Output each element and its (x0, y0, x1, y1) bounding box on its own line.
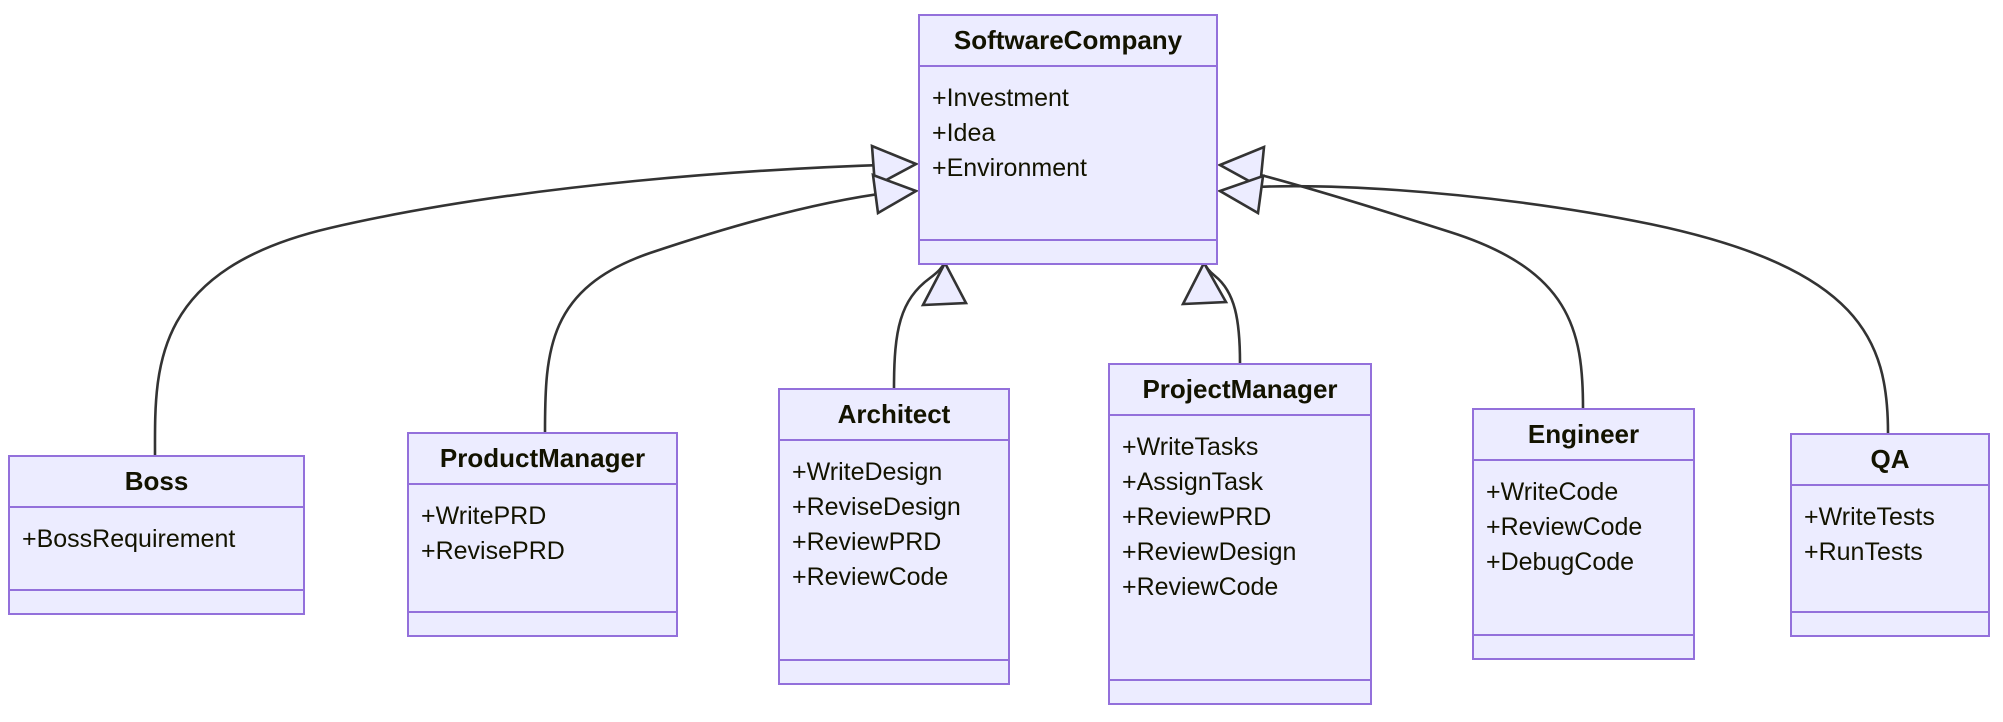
class-methods-softwarecompany (920, 241, 1216, 263)
edge-architect-to-softwarecompany (892, 260, 947, 390)
class-title-architect: Architect (780, 390, 1008, 441)
class-attributes-qa: +WriteTests +RunTests (1792, 486, 1988, 613)
class-node-projectmanager[interactable]: ProjectManager +WriteTasks +AssignTask +… (1108, 363, 1372, 705)
class-attribute: +Environment (932, 154, 1087, 182)
class-attribute: +ReviewCode (1122, 573, 1279, 601)
class-attribute: +BossRequirement (22, 525, 236, 553)
class-title-boss: Boss (10, 457, 303, 508)
class-methods-qa (1792, 613, 1988, 635)
class-methods-productmanager (409, 613, 676, 635)
class-attribute: +WriteTasks (1122, 433, 1259, 461)
class-methods-boss (10, 591, 303, 613)
edge-projectmanager-to-softwarecompany (1202, 260, 1242, 365)
class-title-engineer: Engineer (1474, 410, 1693, 461)
class-attribute: +RunTests (1804, 538, 1923, 566)
class-attribute: +ReviewPRD (792, 528, 942, 556)
class-attributes-boss: +BossRequirement (10, 508, 303, 591)
inheritance-arrowhead-engineer (1216, 144, 1266, 190)
class-attribute: +WritePRD (421, 502, 547, 530)
class-attribute: +Investment (932, 84, 1069, 112)
class-attribute: +Idea (932, 119, 996, 147)
class-attribute: +ReviewCode (792, 563, 949, 591)
class-title-qa: QA (1792, 435, 1988, 486)
class-node-softwarecompany[interactable]: SoftwareCompany +Investment +Idea +Envir… (918, 14, 1218, 265)
class-attribute: +ReviseDesign (792, 493, 961, 521)
class-node-boss[interactable]: Boss +BossRequirement (8, 455, 305, 615)
class-attribute: +ReviewDesign (1122, 538, 1297, 566)
class-node-architect[interactable]: Architect +WriteDesign +ReviseDesign +Re… (778, 388, 1010, 685)
class-attributes-softwarecompany: +Investment +Idea +Environment (920, 67, 1216, 241)
class-node-engineer[interactable]: Engineer +WriteCode +ReviewCode +DebugCo… (1472, 408, 1695, 660)
class-attribute: +DebugCode (1486, 548, 1635, 576)
class-attribute: +ReviewCode (1486, 513, 1643, 541)
inheritance-arrowhead-qa (1216, 174, 1265, 216)
inheritance-arrowhead-boss (870, 144, 920, 189)
class-attribute: +WriteCode (1486, 478, 1619, 506)
class-attribute: +RevisePRD (421, 537, 565, 565)
class-title-productmanager: ProductManager (409, 434, 676, 485)
class-attribute: +AssignTask (1122, 468, 1264, 496)
class-attributes-projectmanager: +WriteTasks +AssignTask +ReviewPRD +Revi… (1110, 416, 1370, 681)
class-attributes-productmanager: +WritePRD +RevisePRD (409, 485, 676, 613)
class-node-productmanager[interactable]: ProductManager +WritePRD +RevisePRD (407, 432, 678, 637)
class-methods-architect (780, 661, 1008, 683)
class-node-qa[interactable]: QA +WriteTests +RunTests (1790, 433, 1990, 637)
class-title-softwarecompany: SoftwareCompany (920, 16, 1216, 67)
class-attributes-engineer: +WriteCode +ReviewCode +DebugCode (1474, 461, 1693, 636)
class-methods-projectmanager (1110, 681, 1370, 703)
class-attributes-architect: +WriteDesign +ReviseDesign +ReviewPRD +R… (780, 441, 1008, 661)
inheritance-arrowhead-projectmanager (1180, 260, 1229, 306)
class-attribute: +WriteDesign (792, 458, 943, 486)
class-methods-engineer (1474, 636, 1693, 658)
class-attribute: +ReviewPRD (1122, 503, 1272, 531)
inheritance-arrowhead-architect (920, 260, 969, 307)
class-attribute: +WriteTests (1804, 503, 1935, 531)
class-title-projectmanager: ProjectManager (1110, 365, 1370, 416)
inheritance-arrowhead-productmanager (871, 173, 920, 216)
